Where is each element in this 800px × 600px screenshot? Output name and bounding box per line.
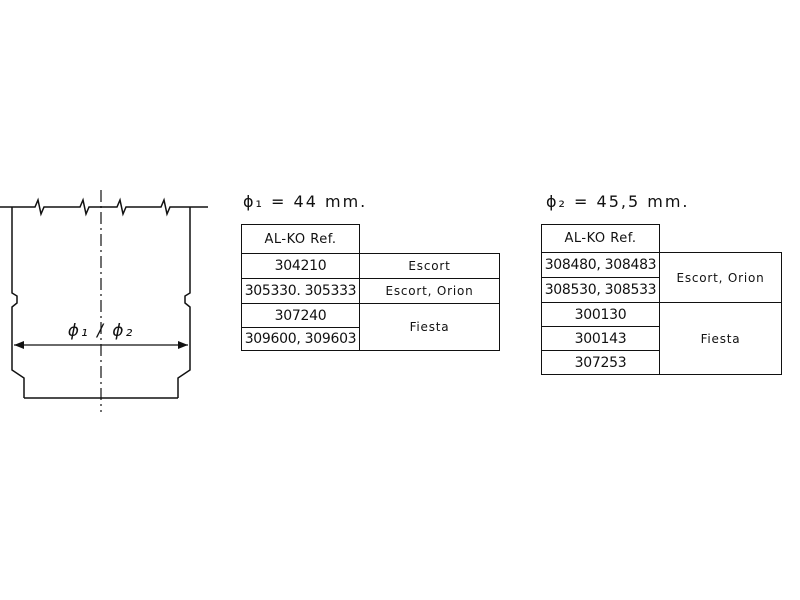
table1-ref-cell: 305330. 305333 (241, 278, 360, 304)
top-break-line (0, 197, 208, 217)
table1-header: AL-KO Ref. (241, 224, 360, 254)
dimension-arrow-right (178, 341, 188, 349)
table2-model-cell: Fiesta (659, 302, 782, 375)
left-outline (11, 207, 25, 398)
table2-ref-cell: 308480, 308483 (541, 252, 660, 278)
table1: AL-KO Ref. 304210 Escort 305330. 305333 … (241, 224, 500, 351)
table2-ref-cell: 308530, 308533 (541, 277, 660, 303)
table1-model-cell: Escort (359, 253, 500, 279)
table2-model-cell: Escort, Orion (659, 252, 782, 303)
right-outline (177, 207, 191, 398)
table1-ref-cell: 307240 (241, 303, 360, 328)
table2-ref-cell: 300130 (541, 302, 660, 327)
table1-model-cell: Escort, Orion (359, 278, 500, 304)
table2: AL-KO Ref. 308480, 308483 Escort, Orion … (541, 224, 782, 375)
table2-ref-cell: 300143 (541, 326, 660, 351)
table2-header: AL-KO Ref. (541, 224, 660, 253)
table2-heading: ϕ₂ = 45,5 mm. (546, 192, 690, 211)
table2-ref-cell: 307253 (541, 350, 660, 375)
table1-heading: ϕ₁ = 44 mm. (243, 192, 368, 211)
table1-ref-cell: 304210 (241, 253, 360, 279)
dimension-label: ϕ₁ / ϕ₂ (68, 321, 135, 341)
table1-ref-cell: 309600, 309603 (241, 327, 360, 351)
table1-model-cell: Fiesta (359, 303, 500, 351)
dimension-arrow-left (14, 341, 24, 349)
